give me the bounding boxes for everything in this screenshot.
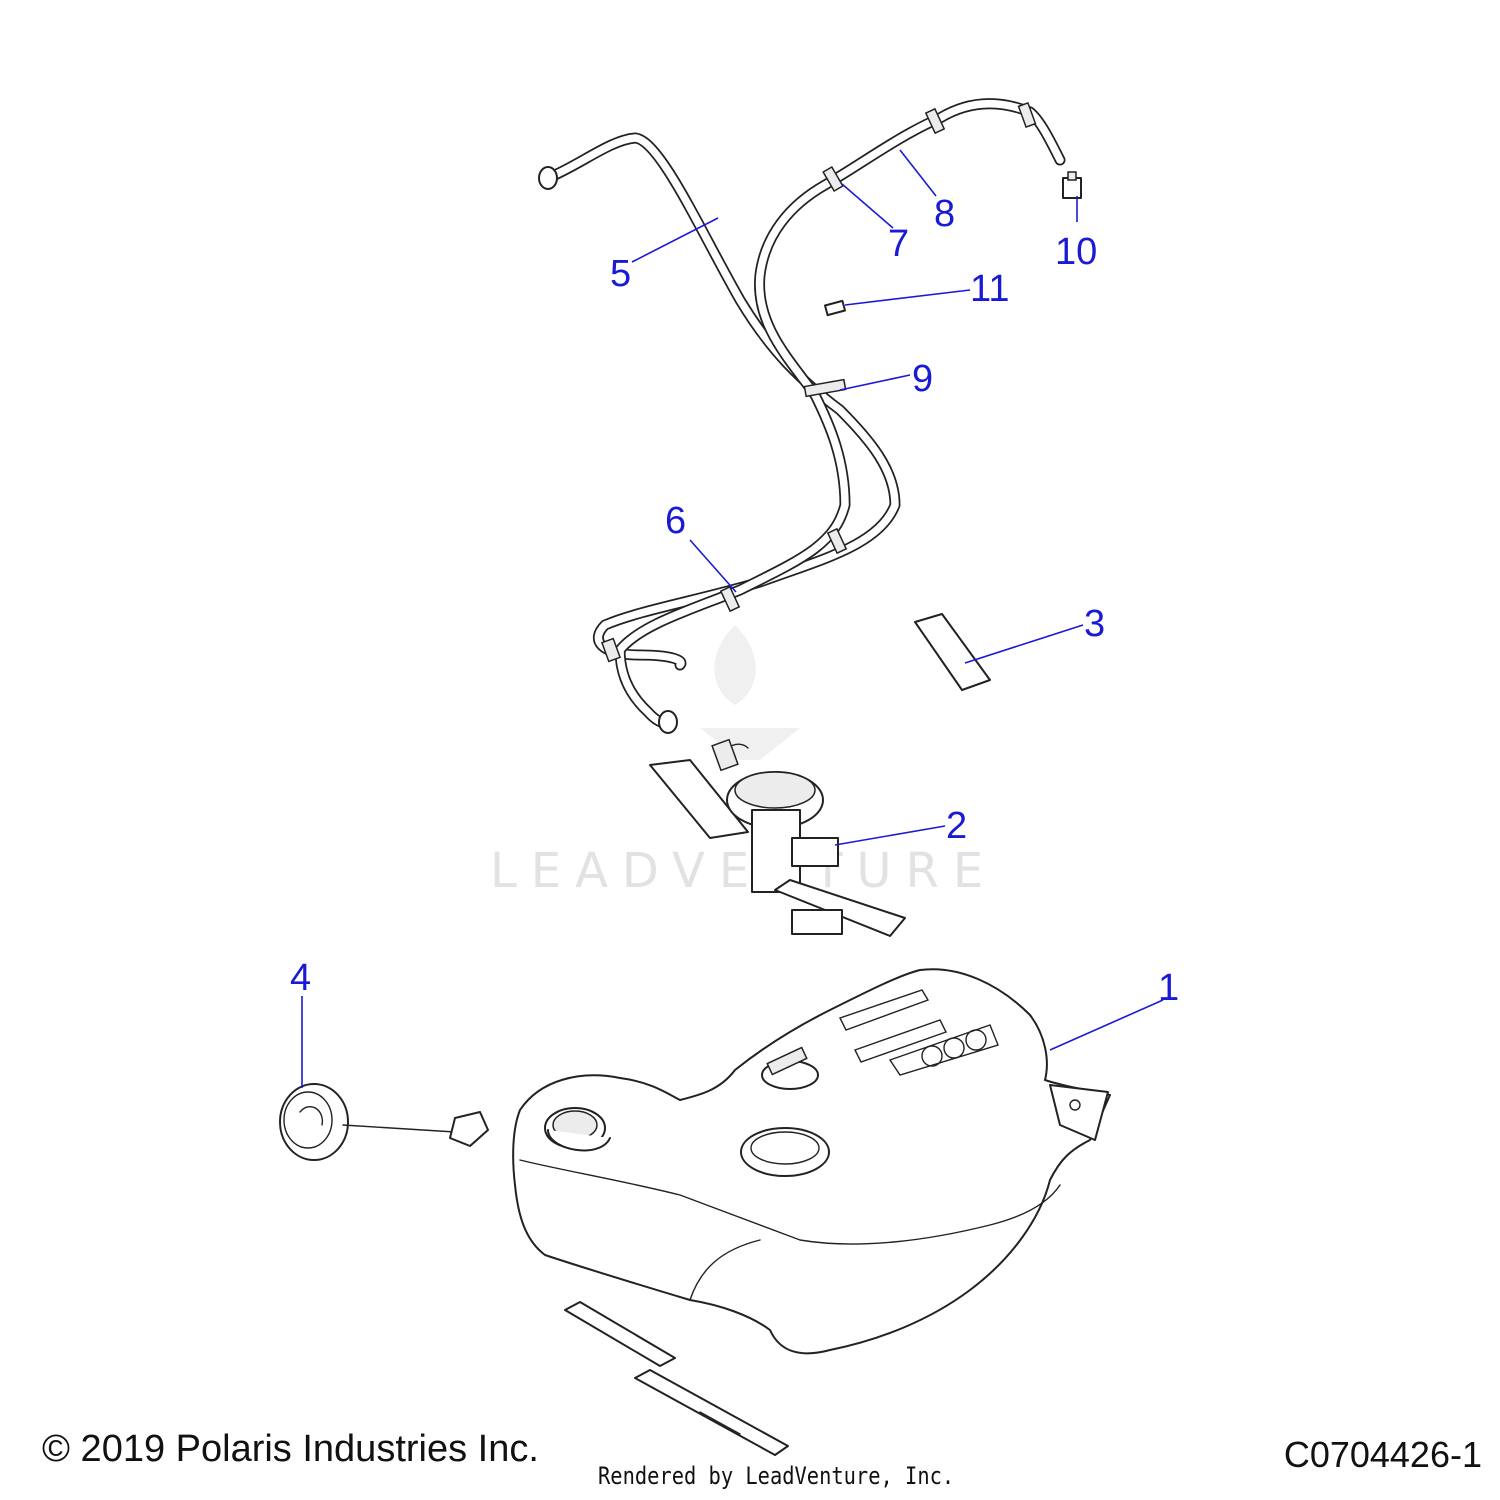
leader-7 [841,183,894,229]
copyright-notice: © 2019 Polaris Industries Inc. [42,1428,539,1470]
connector-clip [824,299,846,317]
callout-5: 5 [610,253,631,295]
vent-valve [1062,171,1082,199]
drawing-id: C0704426-1 [1283,1434,1482,1475]
leader-2 [834,825,946,846]
tank-pad [914,613,991,691]
leader-9 [839,374,911,391]
watermark: LEADVENTURE [490,625,997,899]
callout-11: 11 [970,268,1009,310]
fuel-pump [649,738,906,937]
callout-10: 10 [1055,231,1097,273]
leader-3 [964,624,1084,664]
fuel-tank [512,968,1111,1355]
callout-1: 1 [1158,967,1179,1009]
bottom-pads [564,1301,789,1456]
leader-6 [689,539,737,593]
leader-lines [301,149,1164,1088]
callout-7: 7 [888,223,909,265]
callout-8: 8 [934,193,955,235]
callout-2: 2 [946,805,967,847]
rendered-by-notice: Rendered by LeadVenture, Inc. [598,1462,955,1490]
leader-1 [1049,999,1164,1051]
callout-6: 6 [665,500,686,542]
callout-4: 4 [290,957,311,999]
hose-assembly [538,98,1066,734]
callout-9: 9 [912,358,933,400]
callouts: 1 2 3 4 5 6 7 8 9 10 11 [290,193,1179,1009]
leader-11 [844,289,971,306]
leader-5 [631,217,719,263]
watermark-text: LEADVENTURE [490,843,997,899]
fuel-cap [279,1083,489,1161]
callout-3: 3 [1084,603,1105,645]
leader-8 [899,149,937,197]
